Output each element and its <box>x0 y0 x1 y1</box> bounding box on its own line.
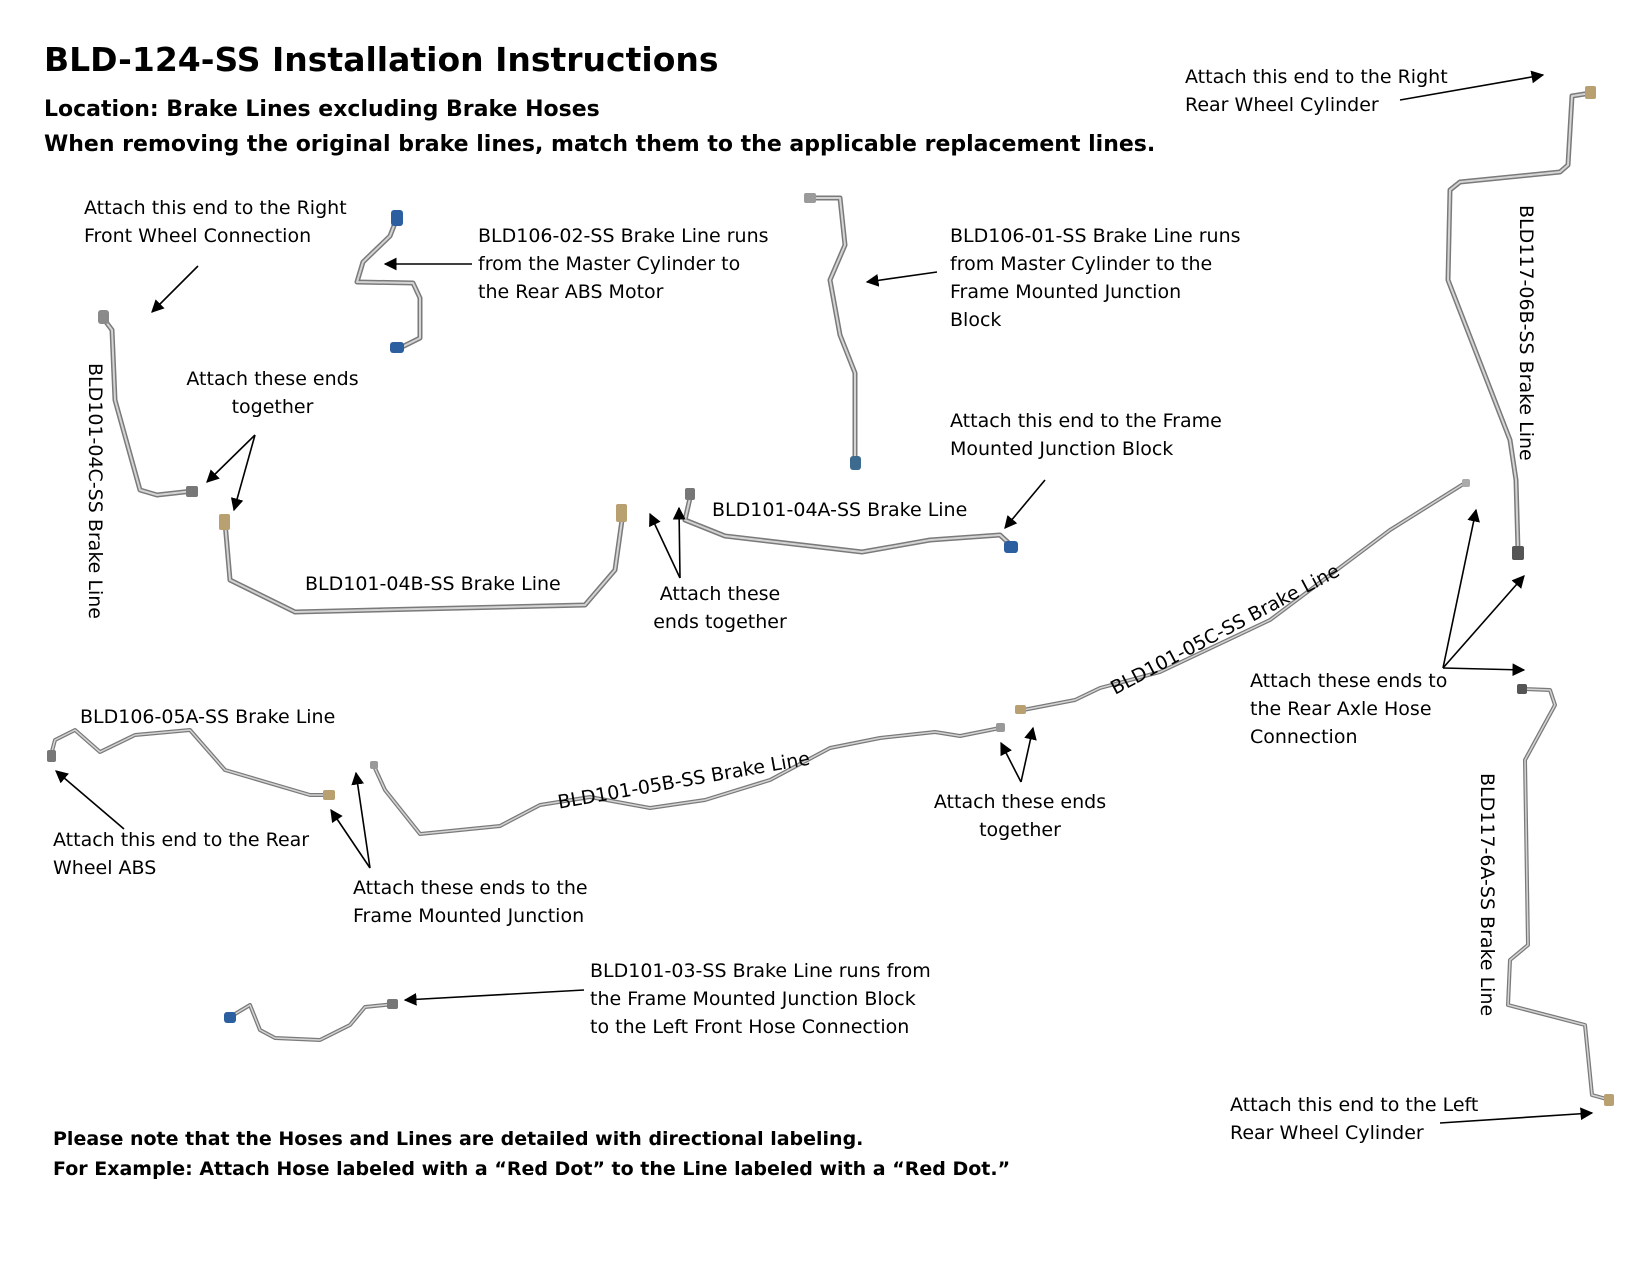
fitting-dark <box>1517 684 1527 694</box>
fitting-brass <box>616 504 627 522</box>
brake-line-bld101-03 <box>228 1002 397 1042</box>
fitting-steel <box>387 999 398 1009</box>
label-bld101-04b: BLD101-04B-SS Brake Line <box>305 573 561 595</box>
label-bld101-04a: BLD101-04A-SS Brake Line <box>712 499 968 521</box>
brake-line-bld101-05b <box>372 726 1002 836</box>
location-subtitle: Location: Brake Lines excluding Brake Ho… <box>44 97 600 122</box>
brake-line-bld101-04a <box>682 495 1016 555</box>
brake-line-bld117-06b <box>1445 90 1594 553</box>
label-bld117-06b: BLD117-06B-SS Brake Line <box>1515 205 1537 461</box>
brake-line-bld117-6a <box>1506 687 1612 1102</box>
brake-line-bld101-04b <box>222 517 625 615</box>
fitting-brass <box>1585 86 1596 99</box>
fitting-steel <box>370 761 378 769</box>
fitting-blue <box>224 1012 236 1023</box>
fitting-steel <box>804 193 816 203</box>
fitting-steel <box>47 750 56 762</box>
footer-note-2: For Example: Attach Hose labeled with a … <box>53 1158 1011 1180</box>
fitting-blue <box>390 342 404 353</box>
footer-note-1: Please note that the Hoses and Lines are… <box>53 1128 864 1150</box>
fitting-blue <box>1004 541 1018 553</box>
fitting-steel <box>186 486 198 497</box>
label-bld117-6a: BLD117-6A-SS Brake Line <box>1476 773 1498 1017</box>
fitting-steel <box>98 310 109 324</box>
brake-line-bld106-05a <box>49 728 332 797</box>
fitting-brass <box>1604 1094 1614 1106</box>
fitting-steel <box>1462 479 1470 487</box>
fitting-blue <box>850 456 861 470</box>
brake-line-bld101-05c <box>1021 481 1467 712</box>
fitting-brass <box>1015 705 1026 714</box>
fittings <box>47 86 1614 1106</box>
brake-line-bld106-02 <box>354 215 423 351</box>
brake-line-bld106-01 <box>809 195 858 462</box>
instruction-subtitle: When removing the original brake lines, … <box>44 132 1156 157</box>
callout-arrows <box>55 70 1594 1124</box>
label-bld101-04c: BLD101-04C-SS Brake Line <box>84 363 106 619</box>
label-bld106-05a: BLD106-05A-SS Brake Line <box>80 706 336 728</box>
fitting-steel <box>685 488 695 500</box>
brake-line-bld101-04c <box>100 315 196 498</box>
fitting-brass <box>219 514 230 530</box>
fitting-steel <box>996 723 1005 732</box>
fitting-brass <box>323 790 335 800</box>
fitting-dark <box>1512 546 1524 560</box>
page-title: BLD-124-SS Installation Instructions <box>44 40 719 79</box>
fitting-blue <box>391 210 403 226</box>
